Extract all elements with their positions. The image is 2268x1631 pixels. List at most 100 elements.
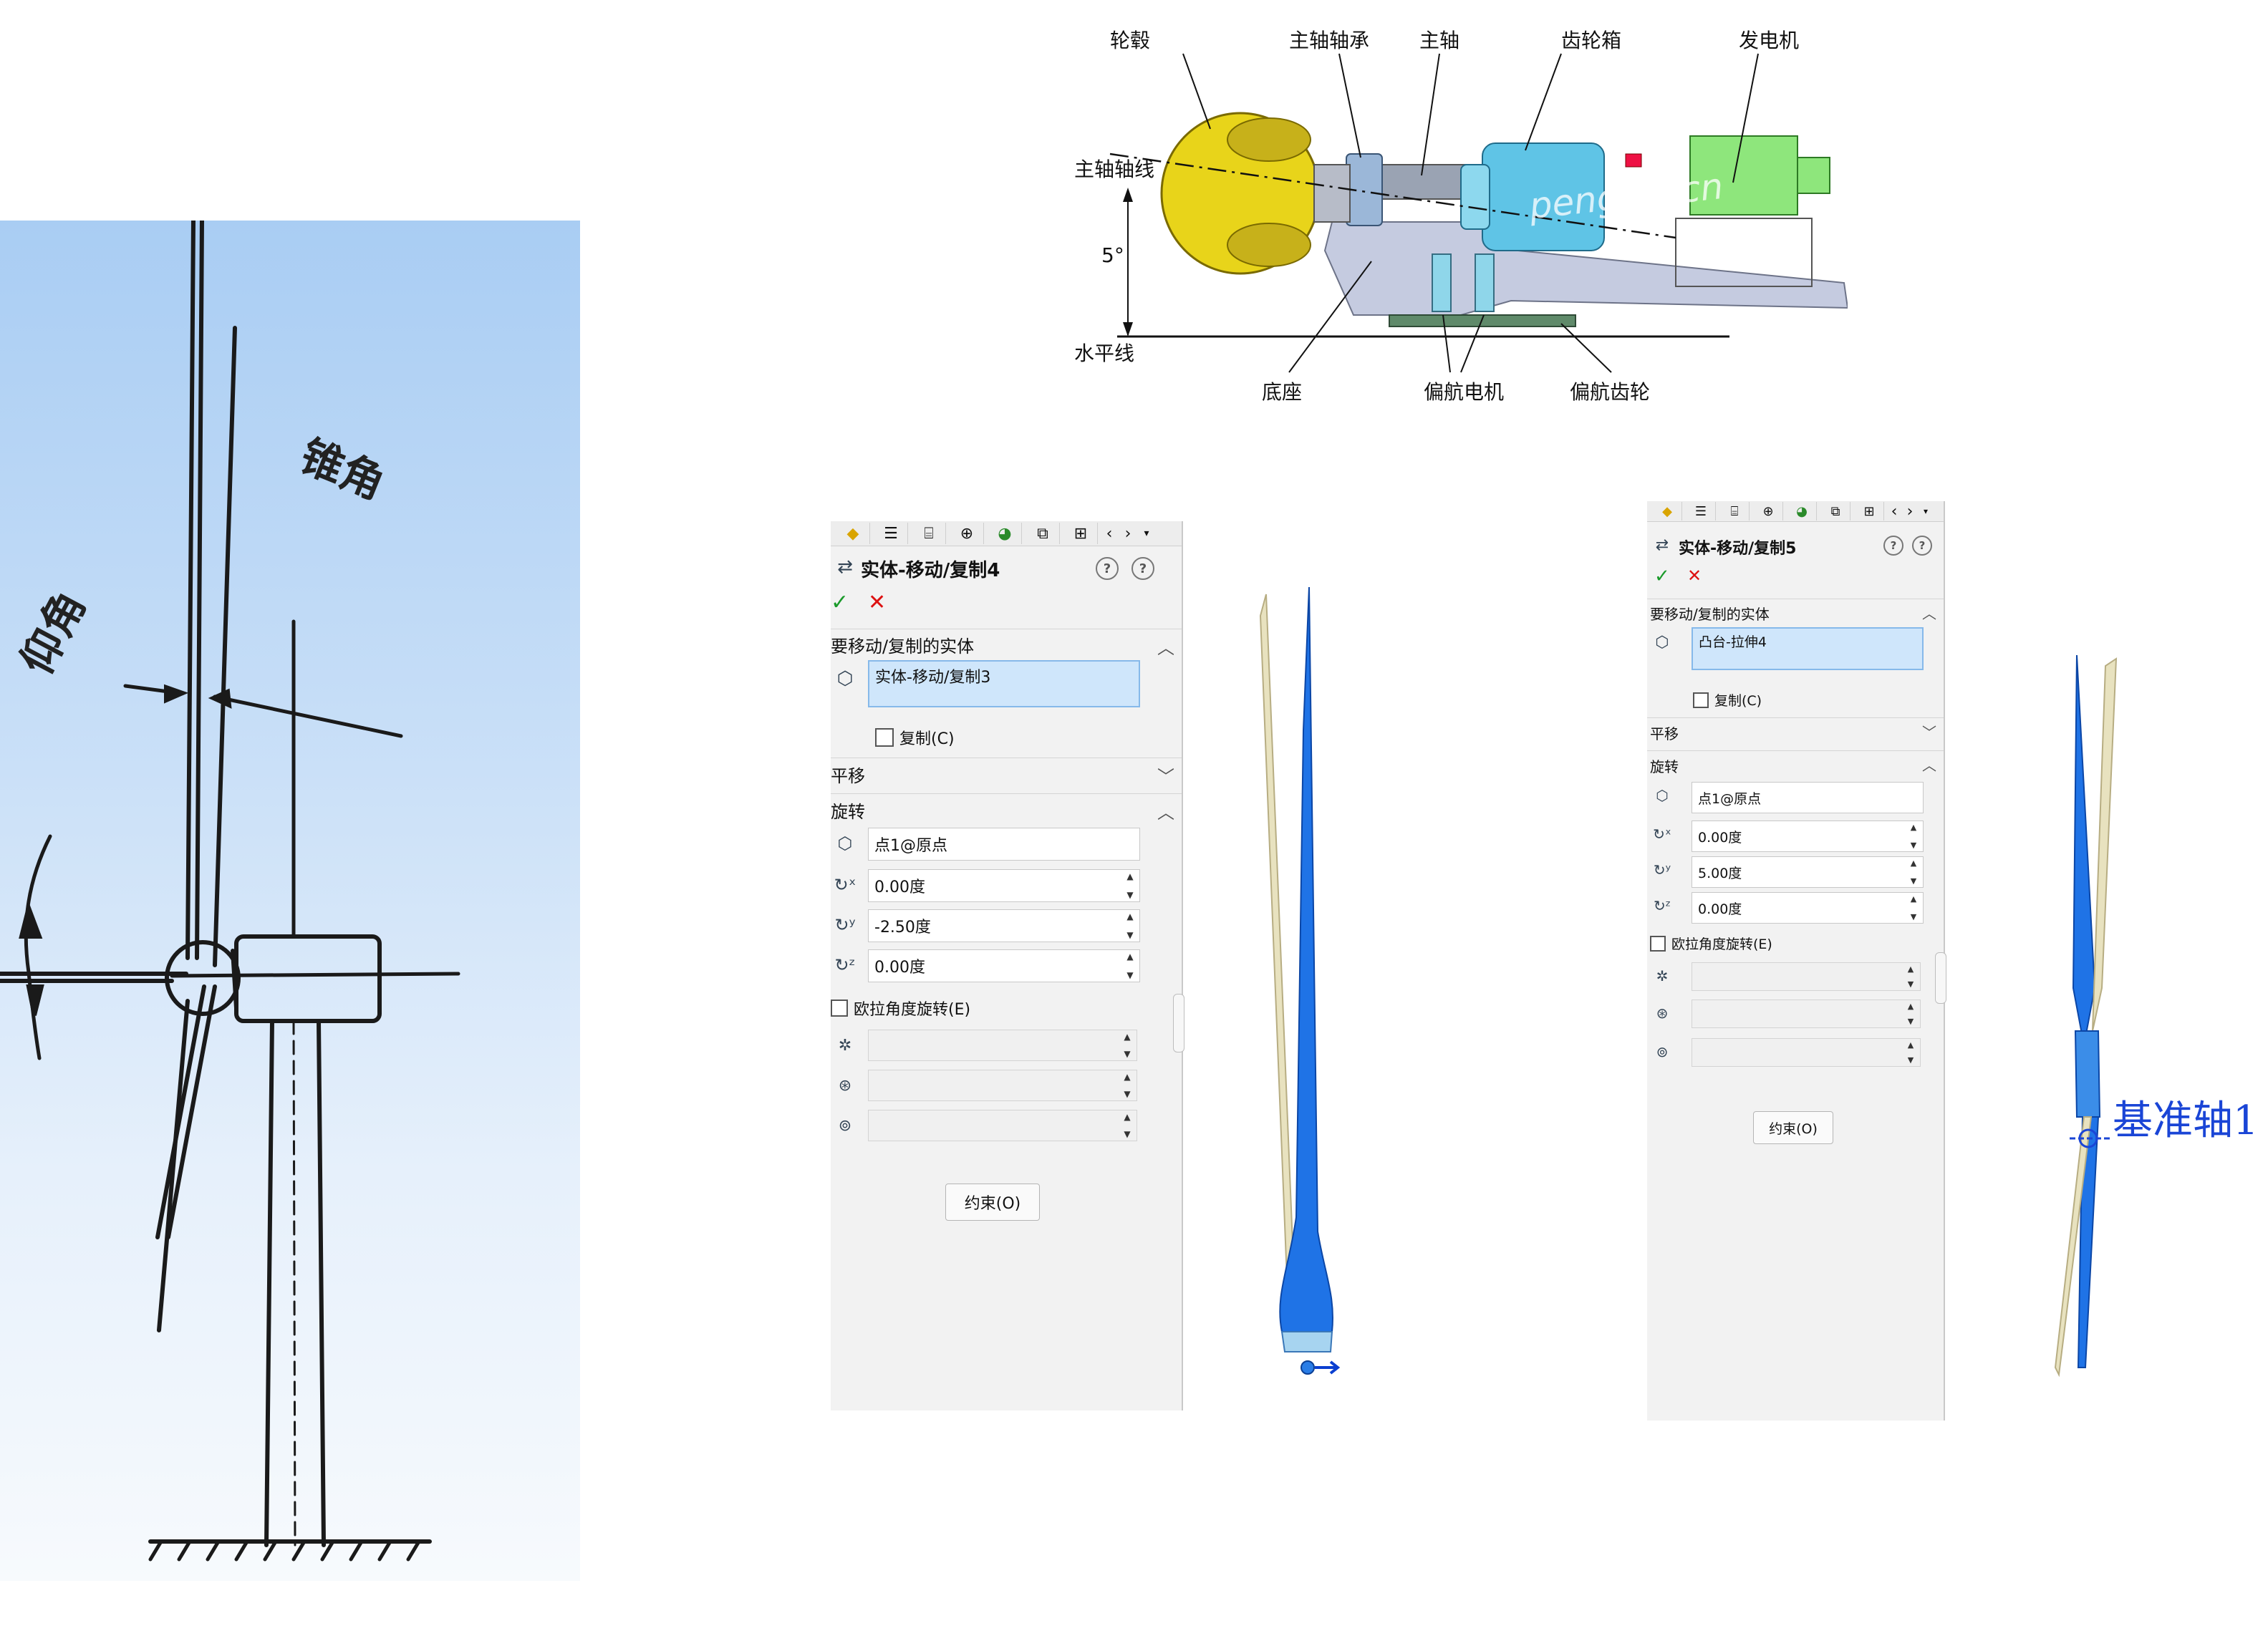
ok-button-right[interactable]: ✓	[1654, 566, 1670, 587]
bodies-section-header-left[interactable]: 要移动/复制的实体 ︿	[831, 629, 1182, 659]
rotate-x-icon: ↻ˣ	[1653, 826, 1671, 843]
label-generator: 发电机	[1739, 29, 1800, 52]
rotate-x-field-right[interactable]: 0.00度 ▲▼	[1692, 821, 1924, 852]
cancel-button-right[interactable]: ✕	[1687, 566, 1702, 586]
panel-resize-grip-left[interactable]	[1173, 994, 1184, 1052]
copy-checkbox-row-left[interactable]: 复制(C)	[875, 726, 955, 749]
euler-spinner-3: ▲▼	[1124, 1112, 1131, 1139]
lower-blade	[155, 984, 206, 1239]
rotate-y-icon: ↻ʸ	[834, 915, 856, 935]
rotate-z-value: 0.00度	[1698, 901, 1742, 917]
property-manager-tab-icon[interactable]: ☰	[1686, 502, 1716, 521]
rotate-x-spinner[interactable]: ▲▼	[1910, 823, 1917, 850]
upper-blade	[185, 221, 196, 960]
euler-checkbox[interactable]	[831, 1000, 848, 1017]
euler-checkbox-label: 欧拉角度旋转(E)	[854, 1001, 971, 1019]
panel-resize-grip-right[interactable]	[1935, 952, 1946, 1004]
chevron-up-icon[interactable]: ︿	[1922, 605, 1936, 622]
blade-viewport-left	[1259, 587, 1341, 1375]
display-tab-icon[interactable]: ◕	[988, 523, 1022, 544]
constraint-button-left[interactable]: 约束(O)	[945, 1184, 1040, 1221]
chevron-up-icon[interactable]: ︿	[1157, 638, 1174, 658]
euler-field-3-left: ▲▼	[868, 1110, 1137, 1141]
dimxpert-tab-icon[interactable]: ⊕	[1754, 502, 1783, 521]
constraint-button-right[interactable]: 约束(O)	[1753, 1111, 1833, 1144]
rotation-point-icon: ⬡	[1656, 787, 1669, 804]
rotation-point-field-left[interactable]: 点1@原点	[868, 828, 1140, 861]
rotate-section-header-left[interactable]: 旋转 ︿	[831, 793, 1182, 826]
rotate-y-spinner[interactable]: ▲▼	[1126, 911, 1134, 940]
tab-scroll-left-icon[interactable]: ‹	[1106, 524, 1113, 543]
label-yaw-gear: 偏航齿轮	[1570, 380, 1651, 404]
rotate-section-header-right[interactable]: 旋转 ︿	[1647, 750, 1944, 780]
translate-section-header-left[interactable]: 平移 ﹀	[831, 758, 1182, 790]
rotate-z-field-left[interactable]: 0.00度 ▲▼	[868, 949, 1140, 982]
translate-section-header-right[interactable]: 平移 ﹀	[1647, 717, 1944, 747]
configuration-tab-icon[interactable]: ⌸	[912, 523, 946, 544]
rotate-z-value: 0.00度	[874, 959, 925, 977]
help-icon-left-1[interactable]: ?	[1096, 557, 1119, 580]
euler-precession-icon: ✲	[838, 1036, 852, 1055]
cancel-button-left[interactable]: ✕	[868, 590, 887, 615]
tab-scroll-left-icon[interactable]: ‹	[1891, 502, 1898, 521]
help-icon-left-2[interactable]: ?	[1131, 557, 1154, 580]
copy-checkbox[interactable]	[875, 728, 894, 747]
rotate-x-value: 0.00度	[874, 879, 925, 896]
yaw-motor-2	[1475, 253, 1495, 312]
chevron-up-icon[interactable]: ︿	[1157, 803, 1174, 823]
euler-spinner-2: ▲▼	[1124, 1072, 1131, 1099]
rotate-y-spinner[interactable]: ▲▼	[1910, 858, 1917, 886]
label-horizontal: 水平线	[1074, 342, 1135, 365]
panel-tabs-right: ◆ ☰ ⌸ ⊕ ◕ ⧉ ⊞ ‹ › ▾	[1647, 501, 1944, 522]
cam-tab-icon[interactable]: ⧉	[1821, 502, 1850, 521]
bodies-selection-box-right[interactable]: 凸台-拉伸4	[1692, 627, 1924, 670]
label-base: 底座	[1262, 380, 1303, 404]
display-tab-icon[interactable]: ◕	[1787, 502, 1817, 521]
motion-tab-icon[interactable]: ⊞	[1855, 502, 1884, 521]
rotate-z-field-right[interactable]: 0.00度 ▲▼	[1692, 892, 1924, 924]
nacelle	[234, 934, 382, 1023]
ok-button-left[interactable]: ✓	[831, 590, 849, 615]
rotate-x-field-left[interactable]: 0.00度 ▲▼	[868, 869, 1140, 902]
configuration-tab-icon[interactable]: ⌸	[1720, 502, 1750, 521]
copy-checkbox-row-right[interactable]: 复制(C)	[1693, 690, 1762, 710]
rotate-z-spinner[interactable]: ▲▼	[1910, 894, 1917, 921]
blade-cream-left	[1259, 594, 1298, 1332]
drivetrain-diagram: 轮毂 主轴轴承 主轴 齿轮箱 发电机 主轴轴线 5° 水平线 底座 偏航电机 偏…	[1060, 14, 1848, 415]
shaft-axis-line	[1109, 153, 1676, 239]
label-hub: 轮毂	[1110, 29, 1151, 52]
chevron-down-icon[interactable]: ﹀	[1922, 724, 1936, 741]
help-icon-right-2[interactable]: ?	[1912, 536, 1932, 556]
tab-menu-icon[interactable]: ▾	[1144, 528, 1149, 539]
origin-point-icon	[1301, 1360, 1315, 1375]
help-icon-right-1[interactable]: ?	[1883, 536, 1903, 556]
rotate-x-spinner[interactable]: ▲▼	[1126, 871, 1134, 900]
generator	[1689, 135, 1798, 216]
copy-checkbox[interactable]	[1693, 692, 1709, 708]
chevron-down-icon[interactable]: ﹀	[1157, 767, 1174, 787]
blade-blue-right-upper	[2072, 654, 2096, 1046]
bodies-selection-box-left[interactable]: 实体-移动/复制3	[868, 660, 1140, 707]
bodies-section-header-right[interactable]: 要移动/复制的实体 ︿	[1647, 599, 1944, 626]
feature-manager-tab-icon[interactable]: ◆	[1653, 502, 1682, 521]
euler-checkbox-row-left[interactable]: 欧拉角度旋转(E)	[831, 997, 970, 1020]
tab-menu-icon[interactable]: ▾	[1923, 506, 1929, 516]
rotation-point-field-right[interactable]: 点1@原点	[1692, 782, 1924, 813]
dimxpert-tab-icon[interactable]: ⊕	[950, 523, 984, 544]
move-copy-feature-icon: ⇄	[1655, 536, 1669, 554]
rotate-y-field-right[interactable]: 5.00度 ▲▼	[1692, 856, 1924, 888]
rotate-z-icon: ↻ᶻ	[834, 955, 856, 975]
euler-checkbox[interactable]	[1650, 935, 1666, 952]
rotate-y-icon: ↻ʸ	[1653, 861, 1671, 879]
rotate-z-spinner[interactable]: ▲▼	[1126, 952, 1134, 980]
rotate-y-field-left[interactable]: -2.50度 ▲▼	[868, 909, 1140, 942]
body-icon: ⬡	[836, 668, 854, 689]
euler-checkbox-row-right[interactable]: 欧拉角度旋转(E)	[1650, 934, 1772, 953]
tab-scroll-right-icon[interactable]: ›	[1906, 502, 1914, 521]
cam-tab-icon[interactable]: ⧉	[1026, 523, 1060, 544]
motion-tab-icon[interactable]: ⊞	[1064, 523, 1098, 544]
tab-scroll-right-icon[interactable]: ›	[1124, 524, 1131, 543]
feature-manager-tab-icon[interactable]: ◆	[836, 523, 870, 544]
chevron-up-icon[interactable]: ︿	[1922, 757, 1936, 774]
property-manager-tab-icon[interactable]: ☰	[874, 523, 908, 544]
